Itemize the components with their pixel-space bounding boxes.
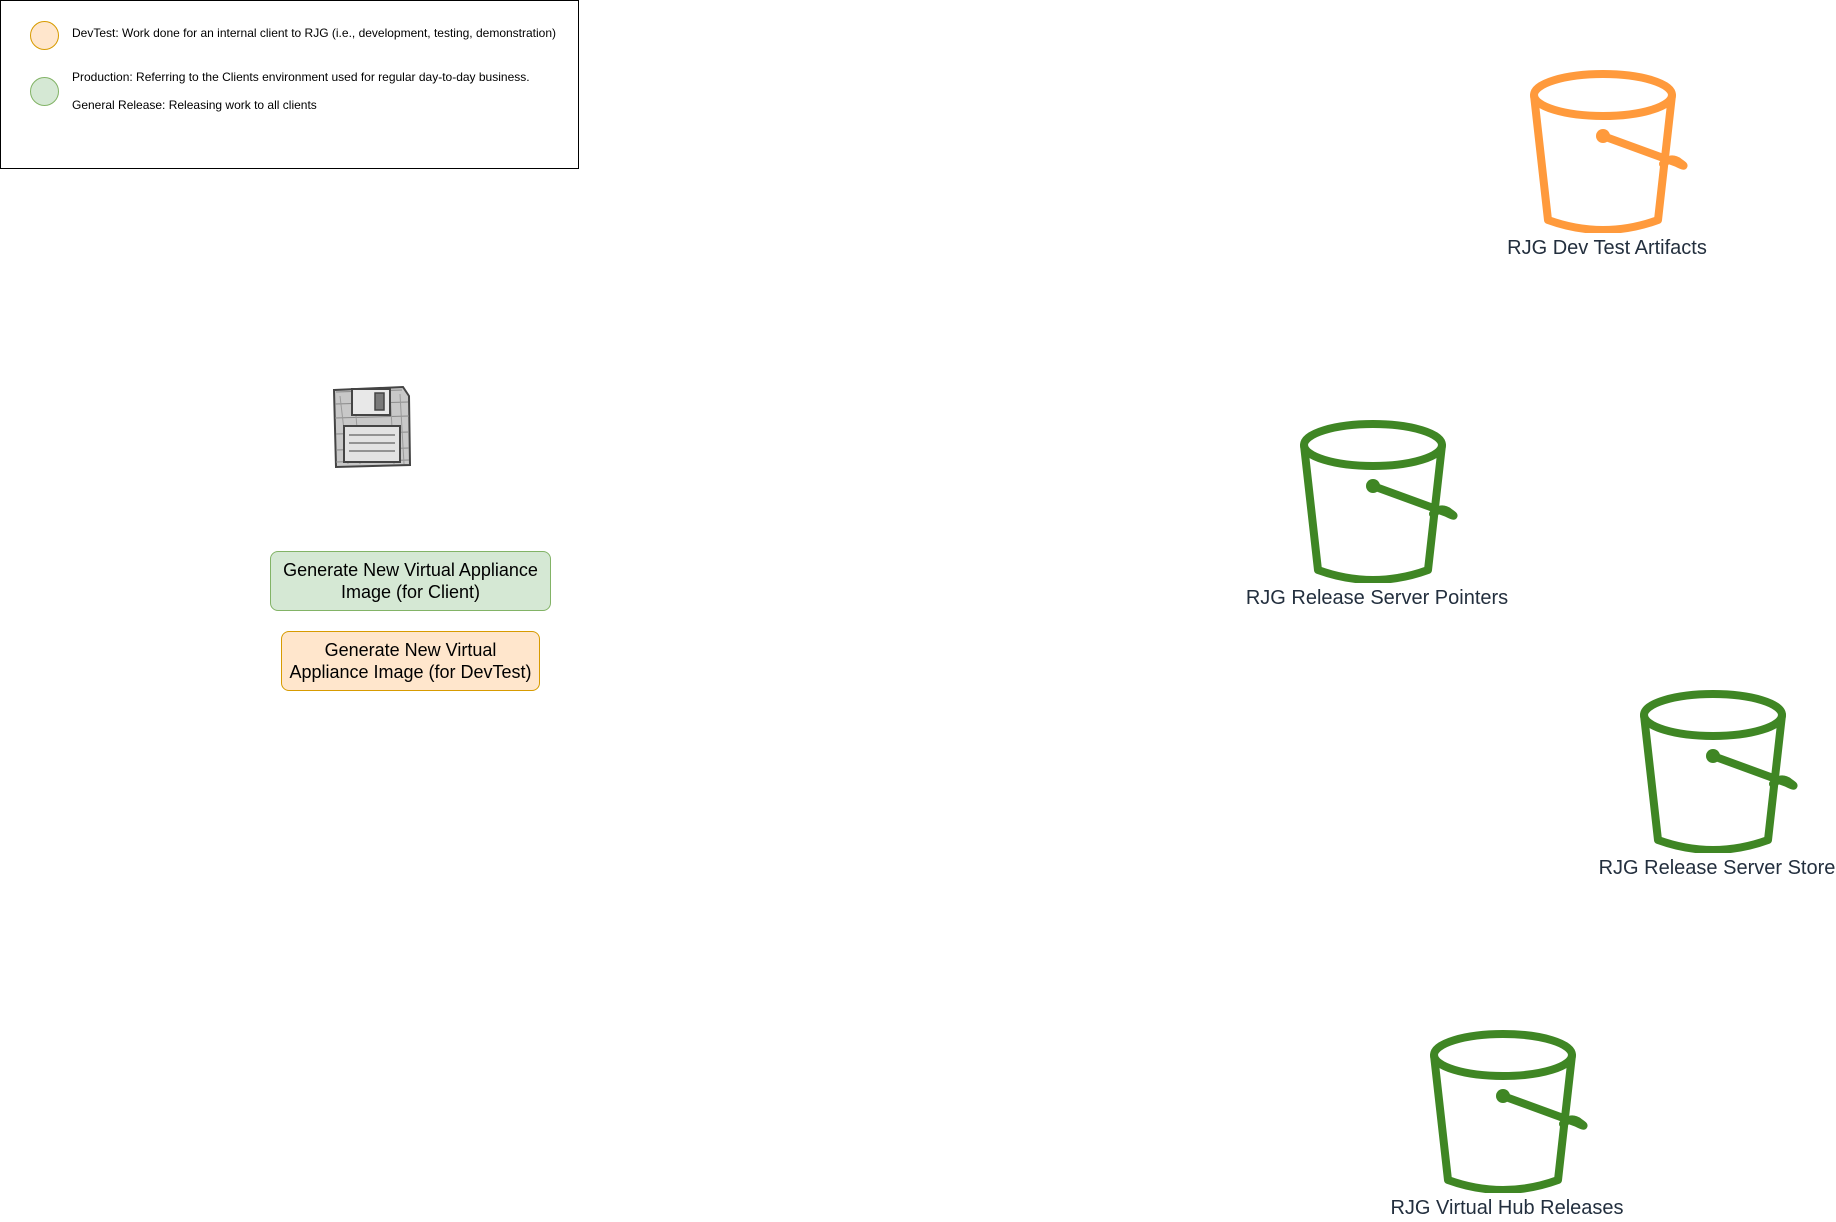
devtest-legend-text: DevTest: Work done for an internal clien…	[72, 26, 557, 40]
generate-devtest-image-box[interactable]: Generate New Virtual Appliance Image (fo…	[281, 631, 540, 691]
production-legend-text: Production: Referring to the Clients env…	[72, 70, 530, 84]
bucket-label-virtual-hub-releases: RJG Virtual Hub Releases	[1390, 1197, 1624, 1219]
s3-bucket-icon	[1640, 690, 1798, 853]
legend-box: DevTest: Work done for an internal clien…	[0, 0, 579, 169]
production-legend-dot	[30, 77, 59, 106]
generate-client-image-box[interactable]: Generate New Virtual Appliance Image (fo…	[270, 551, 551, 611]
s3-bucket-icon	[1300, 420, 1458, 583]
bucket-label-release-server-pointers: RJG Release Server Pointers	[1245, 587, 1509, 609]
floppy-disk-icon	[332, 385, 412, 469]
s3-bucket-icon	[1430, 1030, 1588, 1193]
s3-bucket-icon	[1530, 70, 1688, 233]
general-release-legend-text: General Release: Releasing work to all c…	[72, 98, 317, 112]
devtest-legend-dot	[30, 21, 59, 50]
bucket-label-release-server-store: RJG Release Server Store	[1598, 857, 1836, 879]
bucket-label-dev-test-artifacts: RJG Dev Test Artifacts	[1507, 237, 1707, 259]
